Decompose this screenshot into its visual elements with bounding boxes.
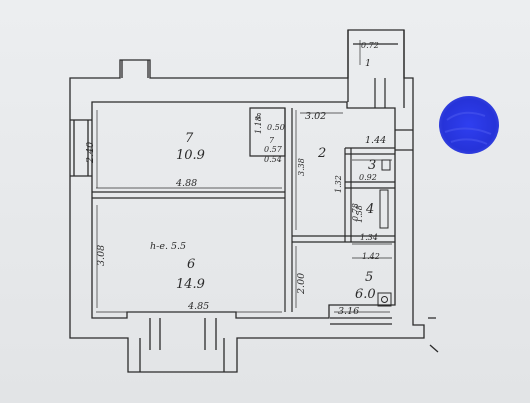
dim-134: 1.34 [360,233,378,242]
room-area-5: 6.0 [355,287,376,302]
fixtures [377,159,392,307]
stove-fixture [377,292,392,307]
dim-308: 3.08 [96,245,107,266]
dim-072: 0.72 [361,41,379,50]
vertical-dimension-labels: 2.40 3.08 1.18 3.38 1.32 1.58 2.00 0.78 [85,116,364,295]
dim-118: 1.18 [254,116,263,134]
stove-burner [381,296,388,303]
room-area-6: 14.9 [176,277,205,292]
room-number-8: 8 [256,112,261,121]
dim-132: 1.32 [334,175,343,193]
blue-marker-blot [439,96,499,154]
dim-142: 1.42 [362,252,380,261]
room-area-7: 10.9 [176,148,205,163]
bathtub-fixture [379,189,389,229]
dimension-lines [96,40,392,313]
dim-144: 1.44 [365,135,386,146]
dim-302: 3.02 [305,111,326,122]
room-number-3: 3 [368,158,376,173]
dim-200: 2.00 [296,273,307,295]
dim-240: 2.40 [85,142,96,164]
dim-488: 4.88 [175,178,197,189]
room-number-2: 2 [317,146,326,161]
dim-158: 1.58 [355,205,364,223]
dim-057: 0.57 [264,145,283,154]
dim-092: 0.92 [359,173,377,182]
dim-050: 0.50 [267,123,285,132]
dim-054: 0.54 [264,155,282,164]
dim-078: 0.78 [351,203,360,221]
room-number-7-small: 7 [269,136,275,145]
dim-338: 3.38 [297,158,306,176]
room-number-4: 4 [365,202,374,217]
interior-walls [92,78,413,312]
dim-316: 3.16 [338,306,359,317]
ceiling-height-note: h-e. 5.5 [150,241,186,252]
room-number-6: 6 [187,257,195,272]
sink-fixture [381,159,391,171]
room-number-5: 5 [365,270,373,285]
room-number-7: 7 [185,131,194,146]
room-number-1: 1 [365,58,371,69]
exterior-walls [69,29,439,373]
dim-485: 4.85 [187,301,209,312]
